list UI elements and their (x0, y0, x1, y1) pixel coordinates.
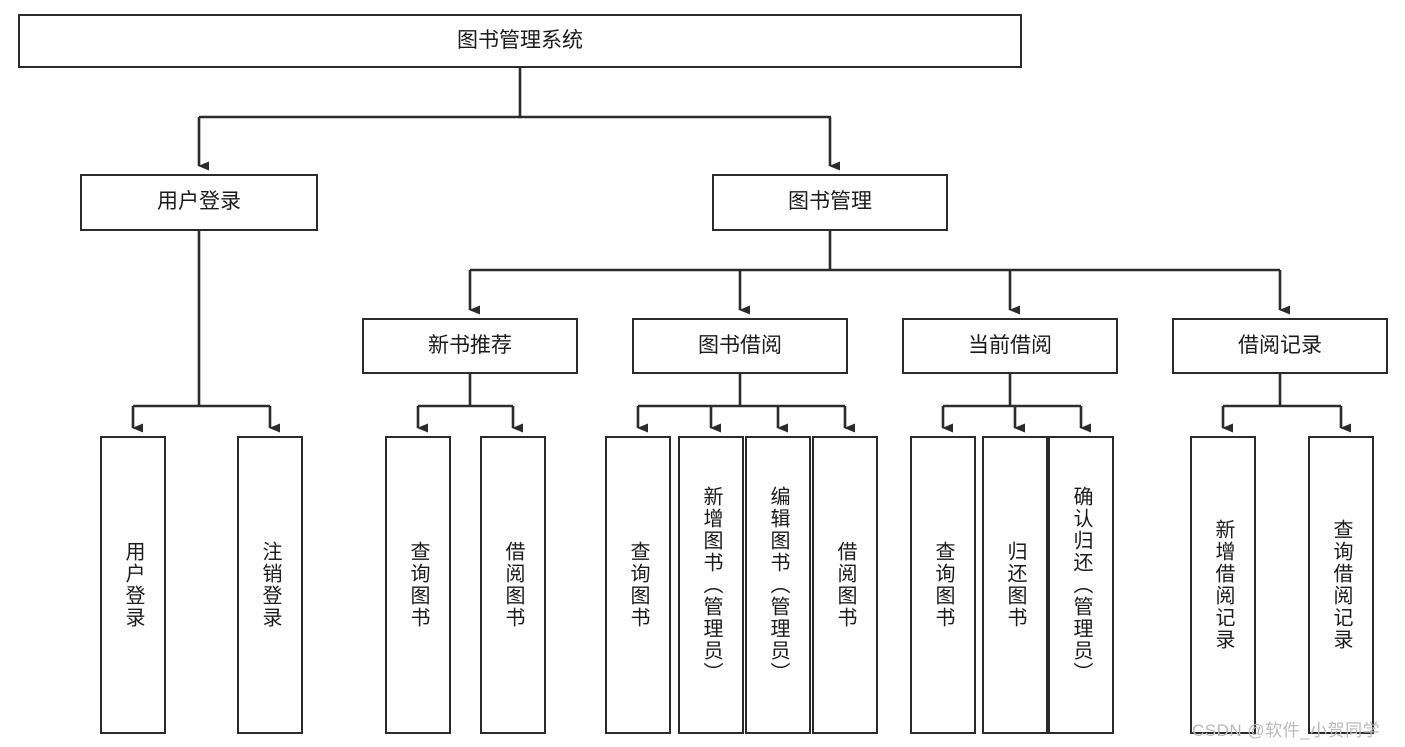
leaf-borrow-edit-book-admin[interactable]: 编辑图书（管理员） (745, 436, 811, 734)
node-new-book-recommend-label: 新书推荐 (428, 333, 512, 357)
leaf-current-confirm-return-admin-label: 确认归还（管理员） (1070, 486, 1092, 684)
leaf-current-query-book-label: 查询图书 (932, 541, 954, 629)
leaf-current-return-book[interactable]: 归还图书 (982, 436, 1048, 734)
node-user-login[interactable]: 用户登录 (80, 174, 318, 231)
leaf-records-add-record[interactable]: 新增借阅记录 (1190, 436, 1256, 734)
node-user-login-label: 用户登录 (157, 190, 241, 214)
node-book-borrow-label: 图书借阅 (698, 333, 782, 357)
node-root-label: 图书管理系统 (457, 28, 583, 52)
leaf-records-query-record-label: 查询借阅记录 (1330, 519, 1352, 651)
leaf-records-query-record[interactable]: 查询借阅记录 (1308, 436, 1374, 734)
leaf-borrow-lend-book[interactable]: 借阅图书 (812, 436, 878, 734)
leaf-borrow-query-book-label: 查询图书 (627, 541, 649, 629)
leaf-current-query-book[interactable]: 查询图书 (910, 436, 976, 734)
leaf-user-login[interactable]: 用户登录 (100, 436, 166, 734)
csdn-watermark: CSDN @软件_小贺同学 (1192, 721, 1381, 740)
node-book-borrow[interactable]: 图书借阅 (632, 318, 848, 374)
node-borrow-records-label: 借阅记录 (1238, 333, 1322, 357)
leaf-current-confirm-return-admin[interactable]: 确认归还（管理员） (1048, 436, 1114, 734)
leaf-borrow-query-book[interactable]: 查询图书 (605, 436, 671, 734)
node-book-management[interactable]: 图书管理 (712, 174, 948, 231)
leaf-borrow-add-book-admin-label: 新增图书（管理员） (700, 486, 722, 684)
node-new-book-recommend[interactable]: 新书推荐 (362, 318, 578, 374)
leaf-recommend-query-book[interactable]: 查询图书 (385, 436, 451, 734)
leaf-borrow-lend-book-label: 借阅图书 (834, 541, 856, 629)
leaf-recommend-borrow-book[interactable]: 借阅图书 (480, 436, 546, 734)
leaf-user-logout-label: 注销登录 (259, 541, 281, 629)
leaf-recommend-borrow-book-label: 借阅图书 (502, 541, 524, 629)
node-borrow-records[interactable]: 借阅记录 (1172, 318, 1388, 374)
node-current-borrow-label: 当前借阅 (968, 333, 1052, 357)
leaf-borrow-edit-book-admin-label: 编辑图书（管理员） (767, 486, 789, 684)
node-root[interactable]: 图书管理系统 (18, 14, 1022, 68)
leaf-records-add-record-label: 新增借阅记录 (1212, 519, 1234, 651)
node-current-borrow[interactable]: 当前借阅 (902, 318, 1118, 374)
leaf-current-return-book-label: 归还图书 (1004, 541, 1026, 629)
leaf-user-login-label: 用户登录 (122, 541, 144, 629)
leaf-recommend-query-book-label: 查询图书 (407, 541, 429, 629)
leaf-user-logout[interactable]: 注销登录 (237, 436, 303, 734)
leaf-borrow-add-book-admin[interactable]: 新增图书（管理员） (678, 436, 744, 734)
node-book-management-label: 图书管理 (788, 190, 872, 214)
